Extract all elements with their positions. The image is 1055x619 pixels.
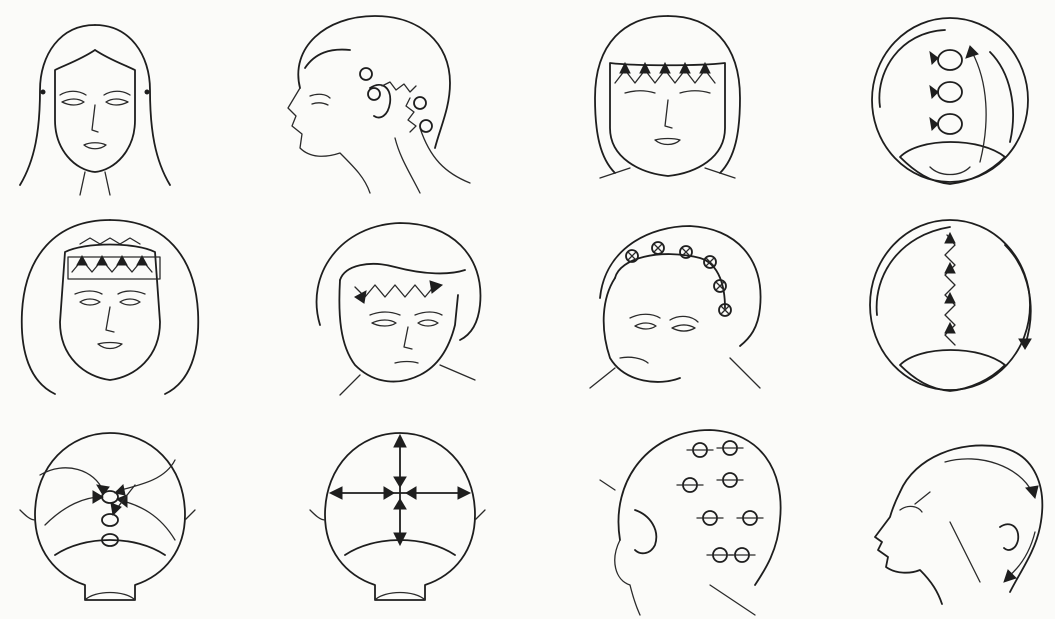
curved-arrows (945, 459, 1038, 582)
panel-profile-scalp-curved-arrows (860, 432, 1050, 607)
panel-back-head-circle-points (590, 420, 790, 615)
panel-top-head-midline-zigzag (855, 215, 1050, 395)
forehead-upward-arrows (615, 63, 715, 83)
panel-front-face-temple-points (10, 10, 180, 195)
panel-three-quarter-face-zigzag (300, 215, 490, 395)
crown-circles (930, 50, 962, 134)
crown-points (102, 491, 118, 546)
sweep-arrow-head (966, 46, 978, 58)
panel-top-head-crown-circles (860, 12, 1050, 192)
panel-front-face-forehead-arrows (580, 8, 755, 193)
ear-neck-points (360, 68, 432, 132)
panel-back-head-cross-arrows (305, 425, 490, 610)
midline-zigzag-arrows (945, 233, 955, 345)
panel-three-quarter-face-hairline-points (580, 218, 770, 398)
temple-point-left (41, 90, 46, 95)
spiral-arrows (40, 460, 175, 540)
temple-point-right (145, 90, 150, 95)
panel-profile-ear-neck-points (270, 8, 485, 193)
scalp-circle-points (677, 441, 763, 562)
panel-front-face-forehead-zigzag (10, 212, 210, 397)
panel-back-head-spiral-arrows (15, 425, 200, 610)
hairline-crossed-points (626, 242, 731, 316)
zigzag-arrow-head-right (430, 281, 442, 293)
